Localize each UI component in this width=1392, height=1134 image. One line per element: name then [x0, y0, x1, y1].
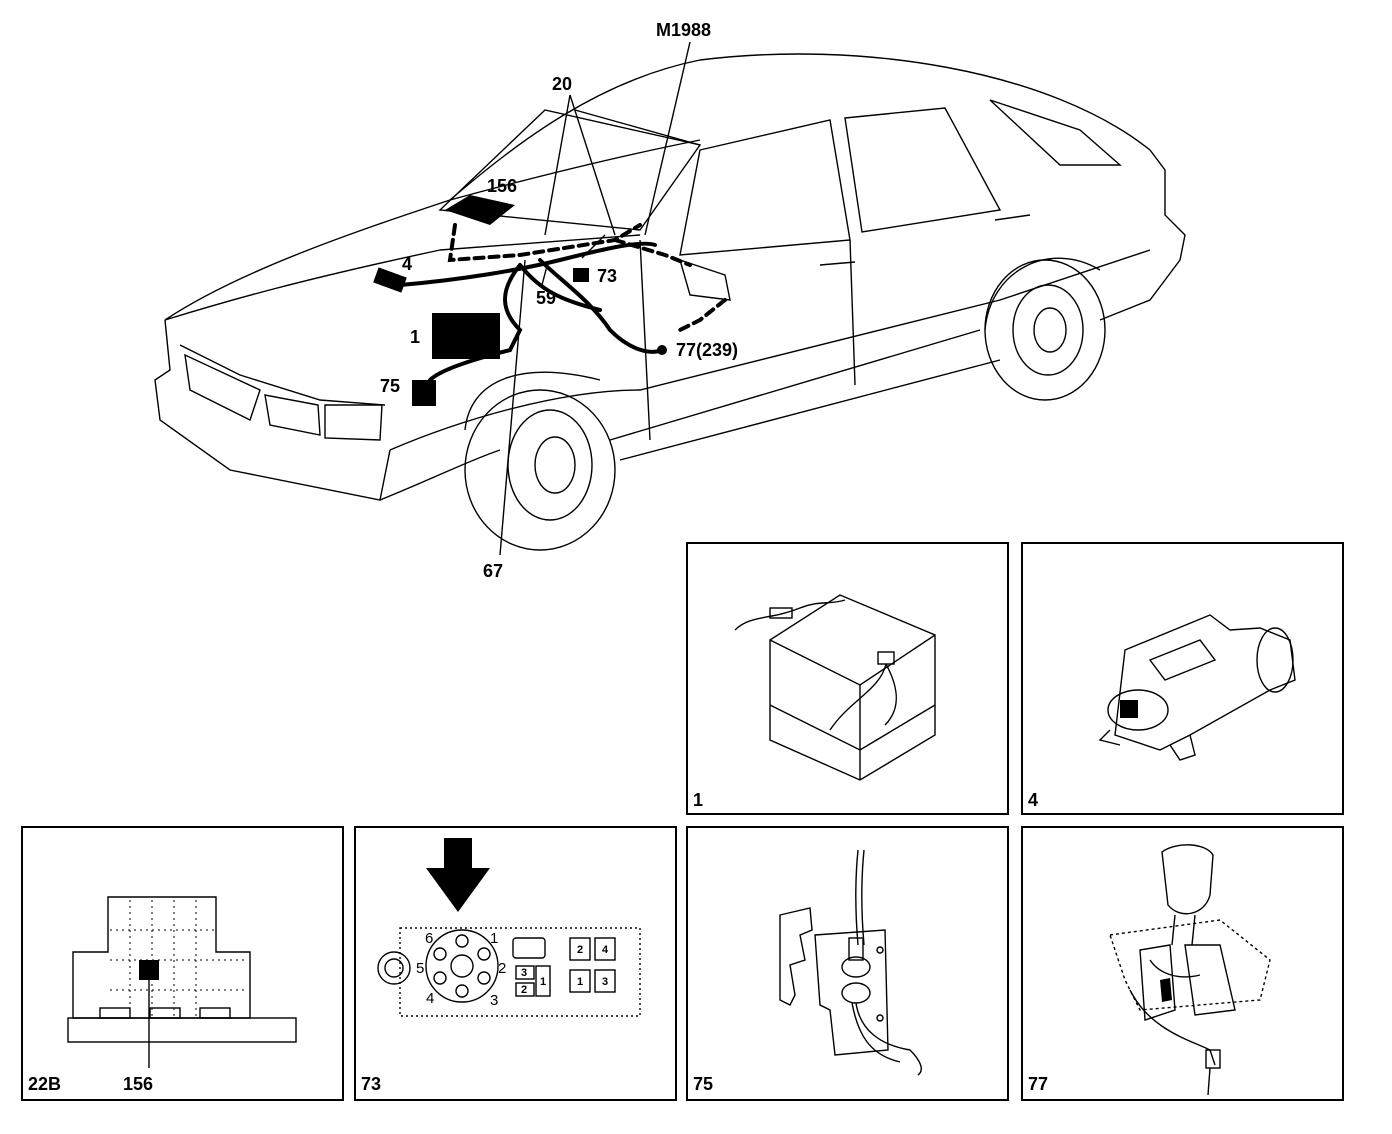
callout-67: 67 — [483, 561, 503, 581]
terminal-1-left: 1 — [540, 976, 546, 988]
switch-drawing — [779, 849, 922, 1076]
pin-5: 5 — [416, 960, 424, 977]
gear-selector-drawing — [1109, 844, 1271, 1096]
terminal-4-right: 4 — [602, 944, 609, 956]
component-1-battery — [432, 313, 500, 359]
panel-1-battery: 1 — [686, 542, 1009, 815]
blade-terminal-labels: 3 2 1 2 4 1 3 — [521, 944, 609, 996]
diagram-id-label: M1988 — [656, 20, 711, 40]
callout-20: 20 — [552, 74, 572, 94]
connector-housing — [377, 927, 641, 1017]
terminal-3-left: 3 — [521, 967, 527, 979]
pin-1: 1 — [490, 930, 498, 947]
callout-4: 4 — [402, 254, 412, 274]
callout-75: 75 — [380, 376, 400, 396]
component-73-connector — [573, 268, 589, 282]
callout-156: 156 — [487, 176, 517, 196]
terminal-2-right: 2 — [577, 944, 583, 956]
panel-4-caption: 4 — [1028, 790, 1038, 810]
panel-4-starter: 4 — [1021, 542, 1344, 815]
panel-22b-fuse-box: 22B 156 — [21, 826, 344, 1101]
callout-77-239: 77(239) — [676, 340, 738, 360]
panel-77-selector: 77 — [1021, 826, 1344, 1101]
component-156-module — [445, 195, 515, 225]
starter-motor-drawing — [1098, 614, 1296, 761]
round-pin-labels: 6 1 5 2 4 3 — [416, 930, 506, 1009]
pin-3: 3 — [490, 992, 498, 1009]
callout-73: 73 — [597, 266, 617, 286]
panel-73-caption: 73 — [361, 1074, 381, 1094]
pin-4: 4 — [426, 990, 434, 1007]
leader-lines — [499, 41, 691, 556]
pin-2: 2 — [498, 960, 506, 977]
pin-6: 6 — [425, 930, 433, 947]
fuse-box-drawing — [67, 896, 297, 1068]
panel-75-switch: 75 — [686, 826, 1009, 1101]
component-77-selector — [657, 345, 667, 355]
panel-73-connector: 6 1 5 2 4 3 3 2 1 2 4 1 3 73 — [354, 826, 677, 1101]
panel-75-caption: 75 — [693, 1074, 713, 1094]
terminal-1-right: 1 — [577, 976, 583, 988]
car-illustration — [154, 53, 1186, 551]
panel-1-caption: 1 — [693, 790, 703, 810]
arrow-down-icon — [426, 838, 490, 912]
wiring-harness — [398, 223, 727, 382]
terminal-3-right: 3 — [602, 976, 608, 988]
terminal-2-left: 2 — [521, 984, 527, 996]
panel-22b-caption: 22B — [28, 1074, 61, 1094]
panel-77-caption: 77 — [1028, 1074, 1048, 1094]
component-4-starter — [373, 267, 407, 293]
callout-1: 1 — [410, 327, 420, 347]
panel-22b-item-156: 156 — [123, 1074, 153, 1094]
callout-59: 59 — [536, 288, 556, 308]
component-75-switch — [412, 380, 436, 406]
battery-drawing — [734, 594, 936, 781]
